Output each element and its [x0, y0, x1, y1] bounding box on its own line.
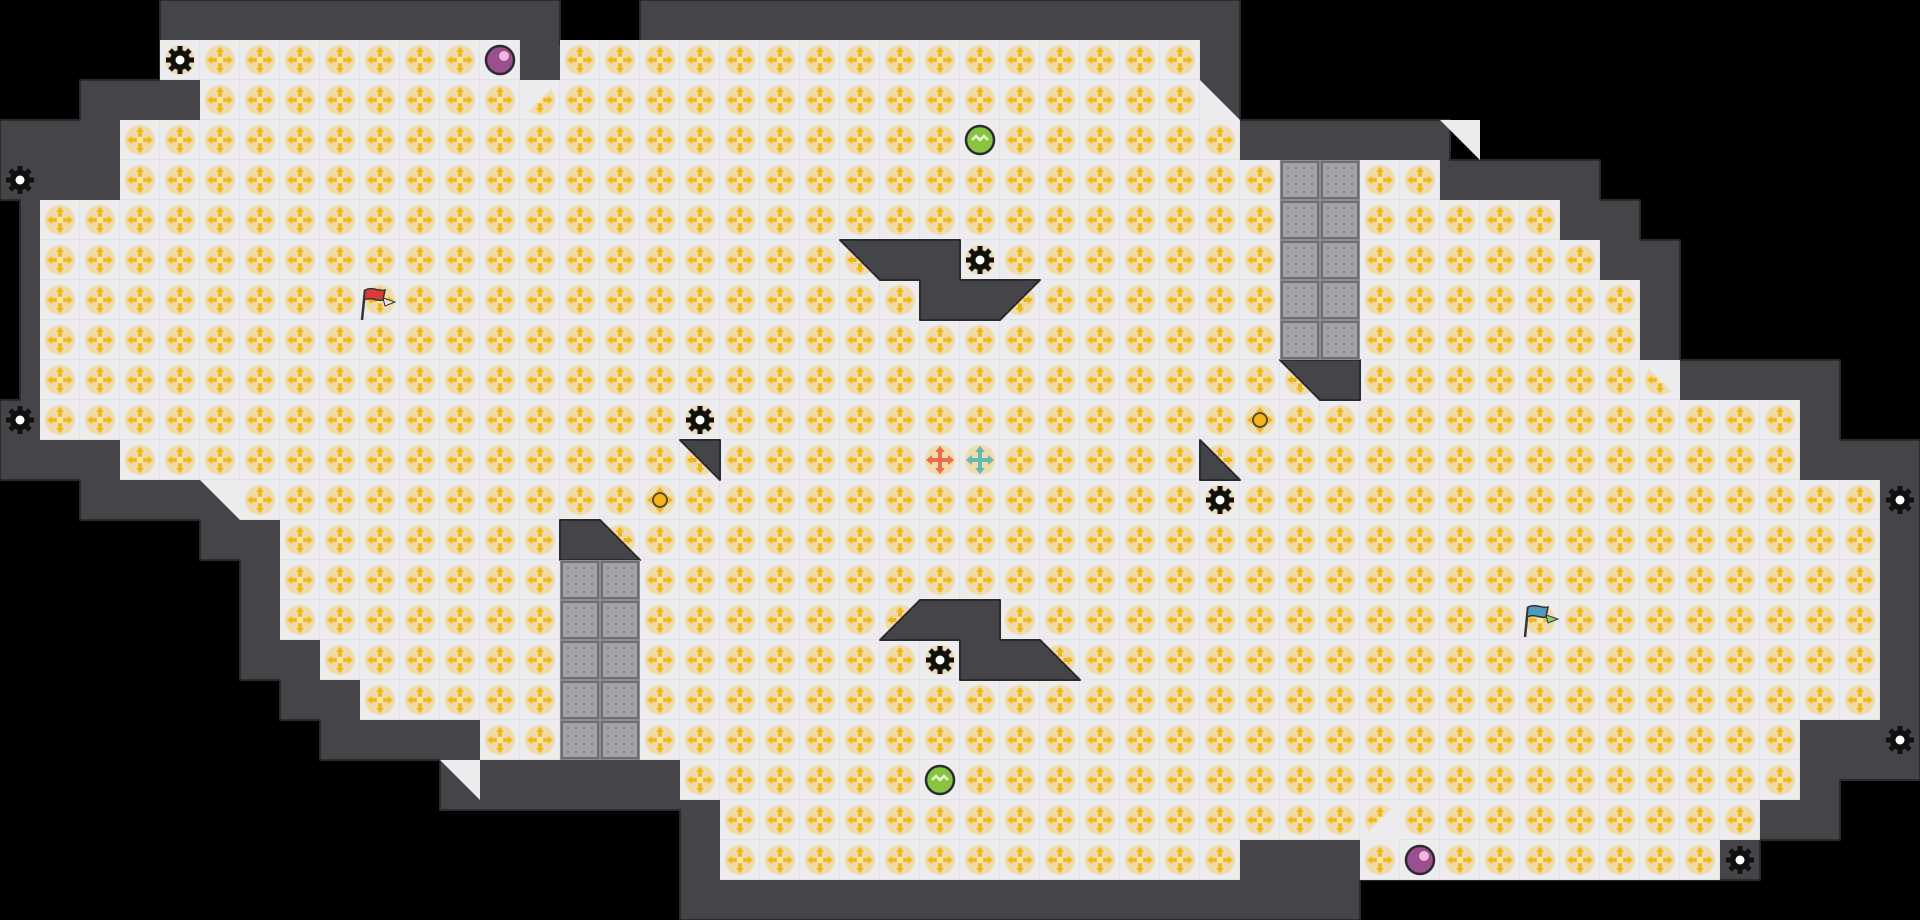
purple-bomb-orb-icon: [484, 44, 516, 76]
sawblade-icon: [686, 406, 714, 434]
blue-flag-icon: [1523, 604, 1560, 638]
green-speed-orb-icon: [924, 764, 956, 796]
sawblade-icon: [1206, 486, 1234, 514]
sawblade-icon: [166, 46, 194, 74]
sawblade-icon: [6, 406, 34, 434]
floor-area: [40, 40, 1880, 880]
orbs: [484, 44, 1436, 876]
sawblade-icon: [1726, 846, 1754, 874]
coins: [652, 412, 1268, 508]
green-speed-orb-icon: [964, 124, 996, 156]
sawblade-icon: [6, 166, 34, 194]
gold-coin-icon: [1252, 412, 1268, 428]
sawblade-icon: [1886, 486, 1914, 514]
purple-bomb-orb-icon: [1404, 844, 1436, 876]
gold-coin-icon: [652, 492, 668, 508]
sawblade-icon: [1886, 726, 1914, 754]
metal-blocks: [560, 160, 1360, 760]
sawblade-icon: [926, 646, 954, 674]
wall-corners: [200, 80, 1680, 840]
sawblade-icon: [966, 246, 994, 274]
red-flag-icon: [360, 287, 397, 321]
inner-walls: [559, 239, 1361, 681]
